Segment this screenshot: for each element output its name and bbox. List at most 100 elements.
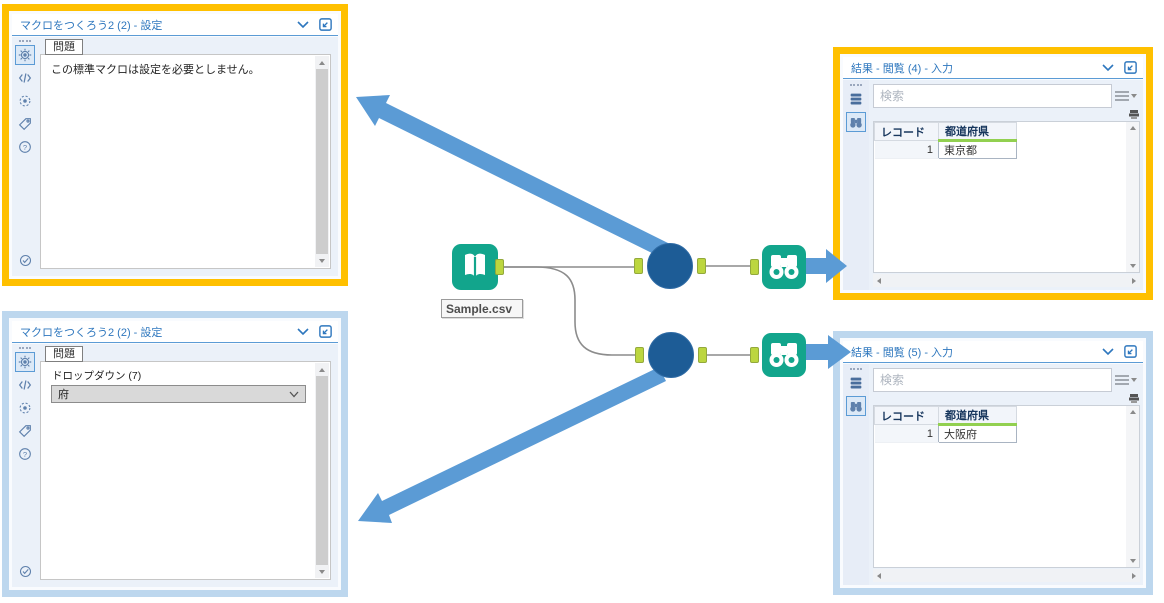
config-panel-top: マクロをつくろう2 (2) - 設定 — [2, 4, 348, 286]
annotation-code-icon[interactable] — [15, 375, 35, 395]
tab-questions[interactable]: 問題 — [45, 39, 83, 55]
input-anchor-browse-top[interactable] — [750, 259, 759, 275]
drag-handle-dots[interactable] — [19, 40, 31, 42]
input-data-tool[interactable] — [452, 244, 498, 290]
pop-out-window-icon[interactable] — [1119, 58, 1141, 78]
results-sidebar — [843, 364, 869, 585]
scroll-up-arrow[interactable] — [1126, 122, 1139, 134]
record-number-cell[interactable]: 1 — [874, 140, 939, 159]
connection-lines — [504, 265, 750, 356]
input-tool-annotation[interactable]: Sample.csv — [441, 299, 523, 318]
scroll-left-arrow[interactable] — [877, 277, 881, 284]
scroll-up-arrow[interactable] — [1126, 406, 1139, 418]
scroll-left-arrow[interactable] — [877, 572, 881, 579]
drag-handle-dots[interactable] — [850, 84, 862, 86]
panel-title: マクロをつくろう2 (2) - 設定 — [20, 19, 163, 32]
question-help-icon[interactable]: ? — [15, 444, 35, 464]
scrollbar-thumb[interactable] — [316, 376, 328, 565]
prefecture-value-cell[interactable]: 東京都 — [938, 140, 1017, 159]
scroll-right-arrow[interactable] — [1132, 277, 1136, 284]
search-input[interactable] — [873, 84, 1112, 108]
gear-icon[interactable] — [15, 352, 35, 372]
column-header-prefecture[interactable]: 都道府県 — [938, 406, 1017, 426]
output-anchor-macro-top[interactable] — [697, 258, 706, 274]
target-icon[interactable] — [15, 91, 35, 111]
callout-arrows — [356, 95, 851, 523]
column-header-prefecture[interactable]: 都道府県 — [938, 122, 1017, 142]
gear-icon[interactable] — [15, 45, 35, 65]
vertical-scrollbar[interactable] — [315, 56, 329, 267]
input-anchor-macro-bottom[interactable] — [635, 347, 644, 363]
scroll-down-arrow[interactable] — [1126, 260, 1139, 272]
annotation-code-icon[interactable] — [15, 68, 35, 88]
results-grid: レコード 都道府県 1 東京都 — [873, 121, 1140, 273]
binoculars-icon[interactable] — [846, 396, 866, 416]
horizontal-scrollbar[interactable] — [873, 569, 1140, 582]
panel-title: 結果 - 閲覧 (4) - 入力 — [851, 62, 954, 75]
menu-options-icon[interactable] — [1112, 84, 1140, 108]
vertical-scrollbar[interactable] — [1126, 122, 1139, 272]
macro-tool-top[interactable] — [647, 243, 693, 289]
arrow-to-bottom-left-panel — [358, 367, 666, 523]
column-header-record[interactable]: レコード — [874, 406, 939, 425]
tag-icon[interactable] — [15, 114, 35, 134]
vertical-scrollbar[interactable] — [315, 363, 329, 578]
pop-out-window-icon[interactable] — [314, 15, 336, 35]
scroll-up-arrow[interactable] — [315, 363, 329, 376]
tab-questions[interactable]: 問題 — [45, 346, 83, 362]
record-list-icon[interactable] — [846, 89, 866, 109]
browse-tool-bottom[interactable] — [762, 333, 806, 377]
collapse-chevron-icon[interactable] — [1097, 342, 1119, 362]
results-panel-top: 結果 - 閲覧 (4) - 入力 — [833, 47, 1153, 300]
dropdown-selected-value: 府 — [58, 389, 69, 401]
output-anchor-input-tool[interactable] — [495, 259, 504, 275]
search-input[interactable] — [873, 368, 1112, 392]
browse-tool-top[interactable] — [762, 245, 806, 289]
target-icon[interactable] — [15, 398, 35, 418]
config-sidebar: ? — [12, 344, 38, 587]
collapse-chevron-icon[interactable] — [292, 322, 314, 342]
macro-tool-bottom[interactable] — [648, 332, 694, 378]
collapse-chevron-icon[interactable] — [1097, 58, 1119, 78]
panel-header: マクロをつくろう2 (2) - 設定 — [12, 321, 338, 343]
drag-handle-dots[interactable] — [19, 347, 31, 349]
pop-out-window-icon[interactable] — [1119, 342, 1141, 362]
prefecture-dropdown[interactable]: 府 — [51, 385, 306, 403]
record-list-icon[interactable] — [846, 373, 866, 393]
scroll-down-arrow[interactable] — [315, 565, 329, 578]
input-anchor-browse-bottom[interactable] — [750, 347, 759, 363]
output-anchor-macro-bottom[interactable] — [698, 347, 707, 363]
drag-handle-dots[interactable] — [850, 368, 862, 370]
scrollbar-thumb[interactable] — [316, 69, 328, 254]
column-header-record[interactable]: レコード — [874, 122, 939, 141]
pop-out-window-icon[interactable] — [314, 322, 336, 342]
input-anchor-macro-top[interactable] — [634, 258, 643, 274]
config-content-area: この標準マクロは設定を必要としません。 — [40, 54, 331, 269]
binoculars-icon — [769, 343, 799, 367]
viewer-toggle-icon[interactable] — [1129, 110, 1139, 119]
scroll-right-arrow[interactable] — [1132, 572, 1136, 579]
viewer-toggle-icon[interactable] — [1129, 394, 1139, 403]
svg-text:?: ? — [23, 143, 27, 152]
results-sidebar — [843, 80, 869, 290]
scroll-down-arrow[interactable] — [1126, 555, 1139, 567]
results-grid: レコード 都道府県 1 大阪府 — [873, 405, 1140, 568]
tag-icon[interactable] — [15, 421, 35, 441]
collapse-chevron-icon[interactable] — [292, 15, 314, 35]
table-row: 1 東京都 — [874, 140, 1017, 159]
vertical-scrollbar[interactable] — [1126, 406, 1139, 567]
open-book-icon — [465, 253, 485, 278]
record-number-cell[interactable]: 1 — [874, 424, 939, 443]
panel-header: マクロをつくろう2 (2) - 設定 — [12, 14, 338, 36]
table-row: 1 大阪府 — [874, 424, 1017, 443]
menu-options-icon[interactable] — [1112, 368, 1140, 392]
prefecture-value-cell[interactable]: 大阪府 — [938, 424, 1017, 443]
horizontal-scrollbar[interactable] — [873, 274, 1140, 287]
question-help-icon[interactable]: ? — [15, 137, 35, 157]
config-sidebar: ? — [12, 37, 38, 276]
dropdown-label: ドロップダウン (7) — [52, 370, 142, 382]
scroll-up-arrow[interactable] — [315, 56, 329, 69]
scroll-down-arrow[interactable] — [315, 254, 329, 267]
binoculars-icon[interactable] — [846, 112, 866, 132]
